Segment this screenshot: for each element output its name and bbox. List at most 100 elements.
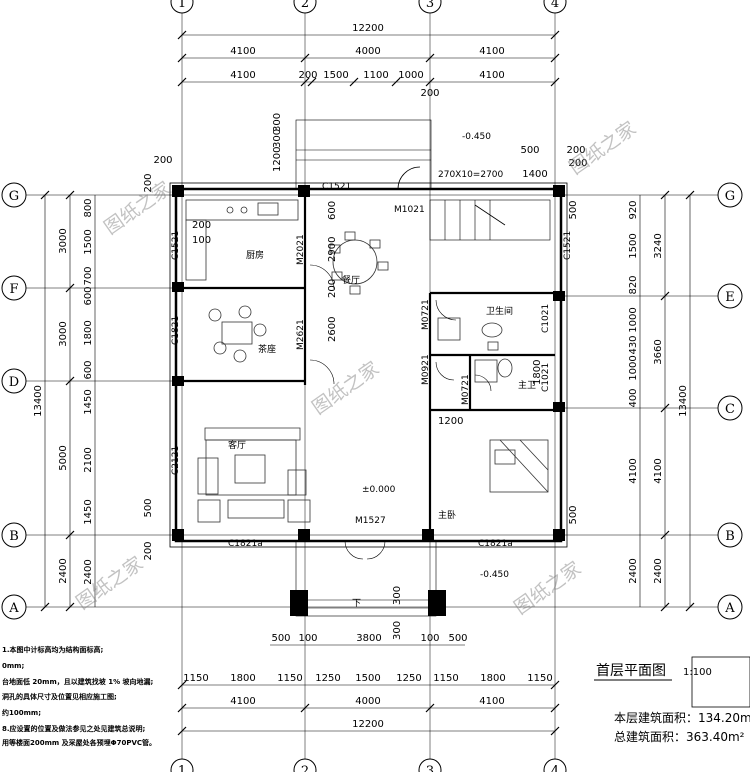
dim-bot-r1-e: 500 xyxy=(448,633,467,644)
dim-left-i9: 1450 xyxy=(83,499,94,524)
axis-left-g: G xyxy=(9,189,19,204)
tag-stair: 270X10=2700 xyxy=(438,170,504,180)
room-bath: 卫生间 xyxy=(486,305,513,317)
axis-top-2: 2 xyxy=(301,0,309,11)
dims-top-lines xyxy=(177,30,560,87)
axis-bottom-3: 3 xyxy=(426,764,434,772)
tag-c1021-b: C1021 xyxy=(541,363,551,392)
tag-c1821a-right: C1821a xyxy=(478,539,513,549)
dim-right-i11: 500 xyxy=(568,505,579,524)
dim-bot-r2-3: 1150 xyxy=(277,673,302,684)
int-dim-600: 600 xyxy=(327,201,338,220)
rear-steps xyxy=(295,119,432,190)
dim-bot-r2-7: 1150 xyxy=(433,673,458,684)
dim-top-x3: 300 xyxy=(272,129,283,148)
axis-left-b: B xyxy=(9,529,19,544)
watermark-5: 图纸之家 xyxy=(510,557,585,619)
axis-left-d: D xyxy=(9,375,19,390)
dims-right-lines xyxy=(639,190,695,612)
axis-right-g: G xyxy=(725,189,735,204)
tag-c1821a-left: C1821a xyxy=(228,539,263,549)
dim-left-m3: 5000 xyxy=(58,445,69,470)
dim-bot-r2-8: 1800 xyxy=(480,673,505,684)
drawing-scale: 1:100 xyxy=(683,667,712,678)
dim-top-r2-a: 4100 xyxy=(230,70,255,81)
dim-top-x5: 500 xyxy=(520,145,539,156)
dim-bot-r2-2: 1800 xyxy=(230,673,255,684)
axis-top-4: 4 xyxy=(551,0,559,11)
dim-right-m1: 3240 xyxy=(653,233,664,258)
dim-left-m4: 2400 xyxy=(58,558,69,583)
tag-c1821-left: C1821 xyxy=(171,316,181,345)
tag-c1021-a: C1021 xyxy=(541,304,551,333)
dim-right-i7: 400 xyxy=(628,388,639,407)
axis-bottom-4: 4 xyxy=(551,764,559,772)
axis-right-c: C xyxy=(725,402,735,417)
dim-right-i10: 2400 xyxy=(628,558,639,583)
int-dim-100: 100 xyxy=(192,235,211,246)
int-dim-200: 200 xyxy=(327,279,338,298)
dim-bot-r2-6: 1250 xyxy=(396,673,421,684)
dim-top-x1: 200 xyxy=(420,88,439,99)
dim-left-total: 13400 xyxy=(33,385,44,417)
dim-left-i5: 1800 xyxy=(83,320,94,345)
room-master-bed: 主卧 xyxy=(438,509,456,521)
note-3: 台地面低 20mm，且以建筑找坡 1% 坡向地漏; xyxy=(2,677,154,686)
dim-left-i11: 2400 xyxy=(83,559,94,584)
axis-bottom-1: 1 xyxy=(178,764,186,772)
living-sofa xyxy=(197,427,311,523)
dim-left-i3: 700 xyxy=(83,266,94,285)
drawing-title: 首层平面图 xyxy=(596,663,666,679)
title-box xyxy=(691,656,750,708)
tag-level-top: -0.450 xyxy=(462,132,491,142)
tea-set xyxy=(208,305,267,363)
axis-right-e: E xyxy=(725,290,735,305)
dim-bot-r3-b: 4000 xyxy=(355,696,380,707)
dim-left-i8: 2100 xyxy=(83,447,94,472)
watermark-2: 图纸之家 xyxy=(308,357,383,419)
dim-top-r1-c: 4100 xyxy=(479,46,504,57)
tag-m1527: M1527 xyxy=(355,516,386,526)
axis-left-a: A xyxy=(8,601,19,616)
axis-right-a: A xyxy=(724,601,735,616)
axis-left-f: F xyxy=(9,282,18,297)
dim-top-x7: 200 xyxy=(153,155,172,166)
dining-table xyxy=(329,231,389,295)
dim-left-i4: 600 xyxy=(83,286,94,305)
dim-top-r2-d: 1100 xyxy=(363,70,388,81)
dim-bot-r2-9: 1150 xyxy=(527,673,552,684)
dim-top-r2-b: 200 xyxy=(298,70,317,81)
dim-right-m4: 2400 xyxy=(653,558,664,583)
note-6: 8.应设置的位置及做法参见之处见建筑总说明; xyxy=(2,724,146,733)
tag-m2621: M2621 xyxy=(296,319,306,350)
dim-bot-r1-c: 3800 xyxy=(356,633,381,644)
dim-top-x6: 200 xyxy=(566,145,585,156)
note-2: 0mm; xyxy=(2,662,24,670)
dim-bot-r2-4: 1250 xyxy=(315,673,340,684)
dim-left-i2: 1500 xyxy=(83,229,94,254)
dim-top-r2-c: 1500 xyxy=(323,70,348,81)
dim-right-total: 13400 xyxy=(678,385,689,417)
int-dim-2900: 2900 xyxy=(327,237,338,262)
dim-right-i2: 1500 xyxy=(628,233,639,258)
dim-bot-r1-b: 100 xyxy=(298,633,317,644)
dim-right-i6: 1000 xyxy=(628,355,639,380)
tag-level-bottom: -0.450 xyxy=(480,570,509,580)
dim-top-r1-a: 4100 xyxy=(230,46,255,57)
int-dim-1200: 1200 xyxy=(438,416,463,427)
dim-top-x8: 1400 xyxy=(522,169,547,180)
front-porch xyxy=(290,540,446,617)
axis-right-b: B xyxy=(725,529,735,544)
tag-down: 下 xyxy=(352,599,361,609)
stair xyxy=(429,199,551,241)
dim-right-i1: 920 xyxy=(628,200,639,219)
dim-top-x4: 300 xyxy=(272,113,283,132)
dim-right-i8: 4100 xyxy=(628,458,639,483)
floor-area: 本层建筑面积：134.20m² xyxy=(614,710,750,725)
note-4: 洞孔的具体尺寸及位置见相应施工图; xyxy=(2,692,117,701)
dim-bot-r1-g: 300 xyxy=(392,621,403,640)
dim-bot-r3-c: 4100 xyxy=(479,696,504,707)
tag-c1521-left: C1521 xyxy=(171,231,181,260)
